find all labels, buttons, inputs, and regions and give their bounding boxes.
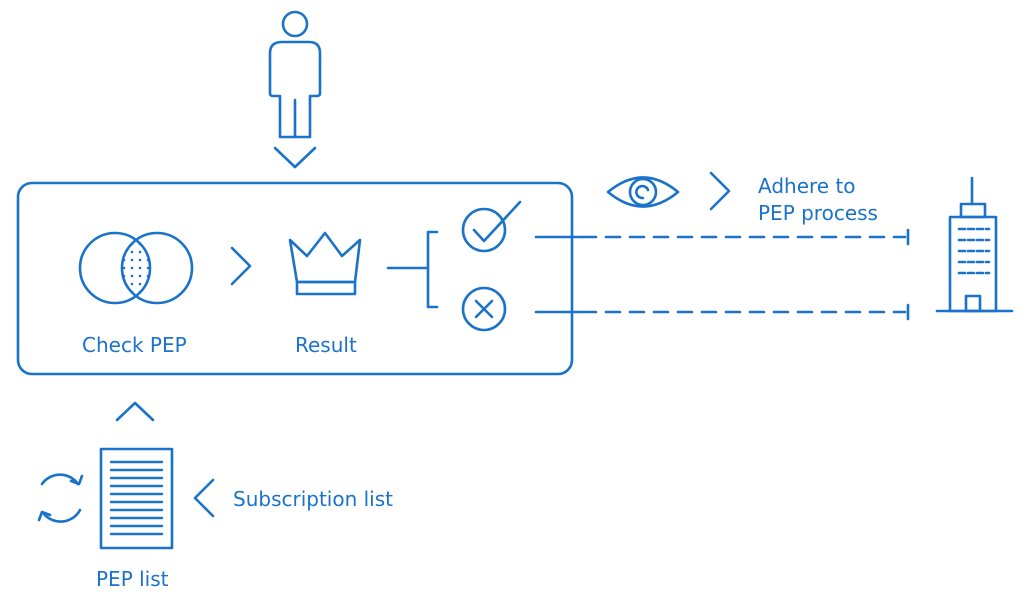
branch-connector xyxy=(386,230,439,309)
building-icon xyxy=(935,176,1014,313)
check-process-box xyxy=(16,181,574,376)
pep-list-label: PEP list xyxy=(96,567,169,591)
cross-circle-icon xyxy=(461,286,507,332)
adhere-label: Adhere to PEP process xyxy=(758,173,878,227)
chevron-left-icon xyxy=(193,478,215,518)
chevron-right-icon xyxy=(709,171,731,211)
adhere-label-line1: Adhere to xyxy=(758,174,856,198)
check-pep-label: Check PEP xyxy=(82,333,187,357)
chevron-right-icon xyxy=(230,246,252,286)
result-label: Result xyxy=(295,333,357,357)
person-icon xyxy=(268,10,322,139)
subscription-list-label: Subscription list xyxy=(233,487,393,511)
check-circle-icon xyxy=(461,200,522,253)
crown-icon xyxy=(288,231,362,296)
document-icon xyxy=(99,447,174,550)
adhere-label-line2: PEP process xyxy=(758,201,878,225)
eye-icon xyxy=(606,176,680,208)
chevron-down-icon xyxy=(273,146,317,169)
refresh-icon xyxy=(37,473,84,523)
chevron-up-icon xyxy=(115,401,155,422)
venn-icon xyxy=(78,231,194,305)
